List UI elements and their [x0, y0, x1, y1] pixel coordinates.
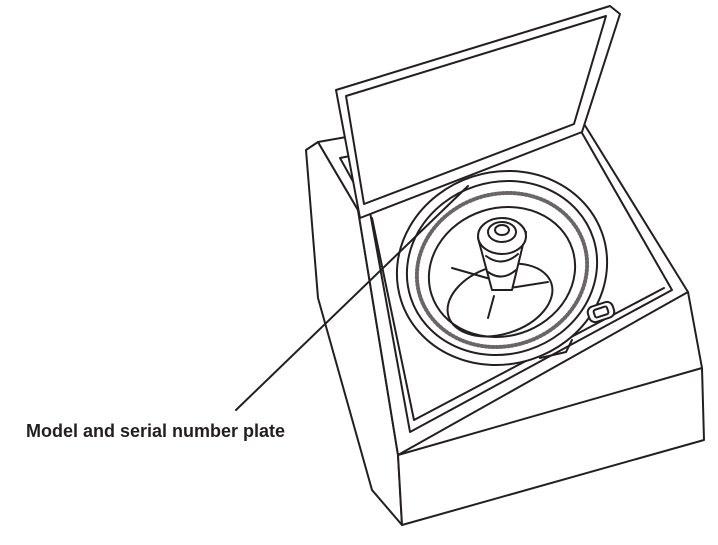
- model-serial-plate: [586, 300, 616, 324]
- deck-lip: [539, 339, 573, 359]
- washer-lid: [335, 5, 621, 219]
- callout-label: Model and serial number plate: [26, 421, 286, 441]
- agitator: [477, 217, 527, 291]
- callout-leader-line: [235, 185, 469, 411]
